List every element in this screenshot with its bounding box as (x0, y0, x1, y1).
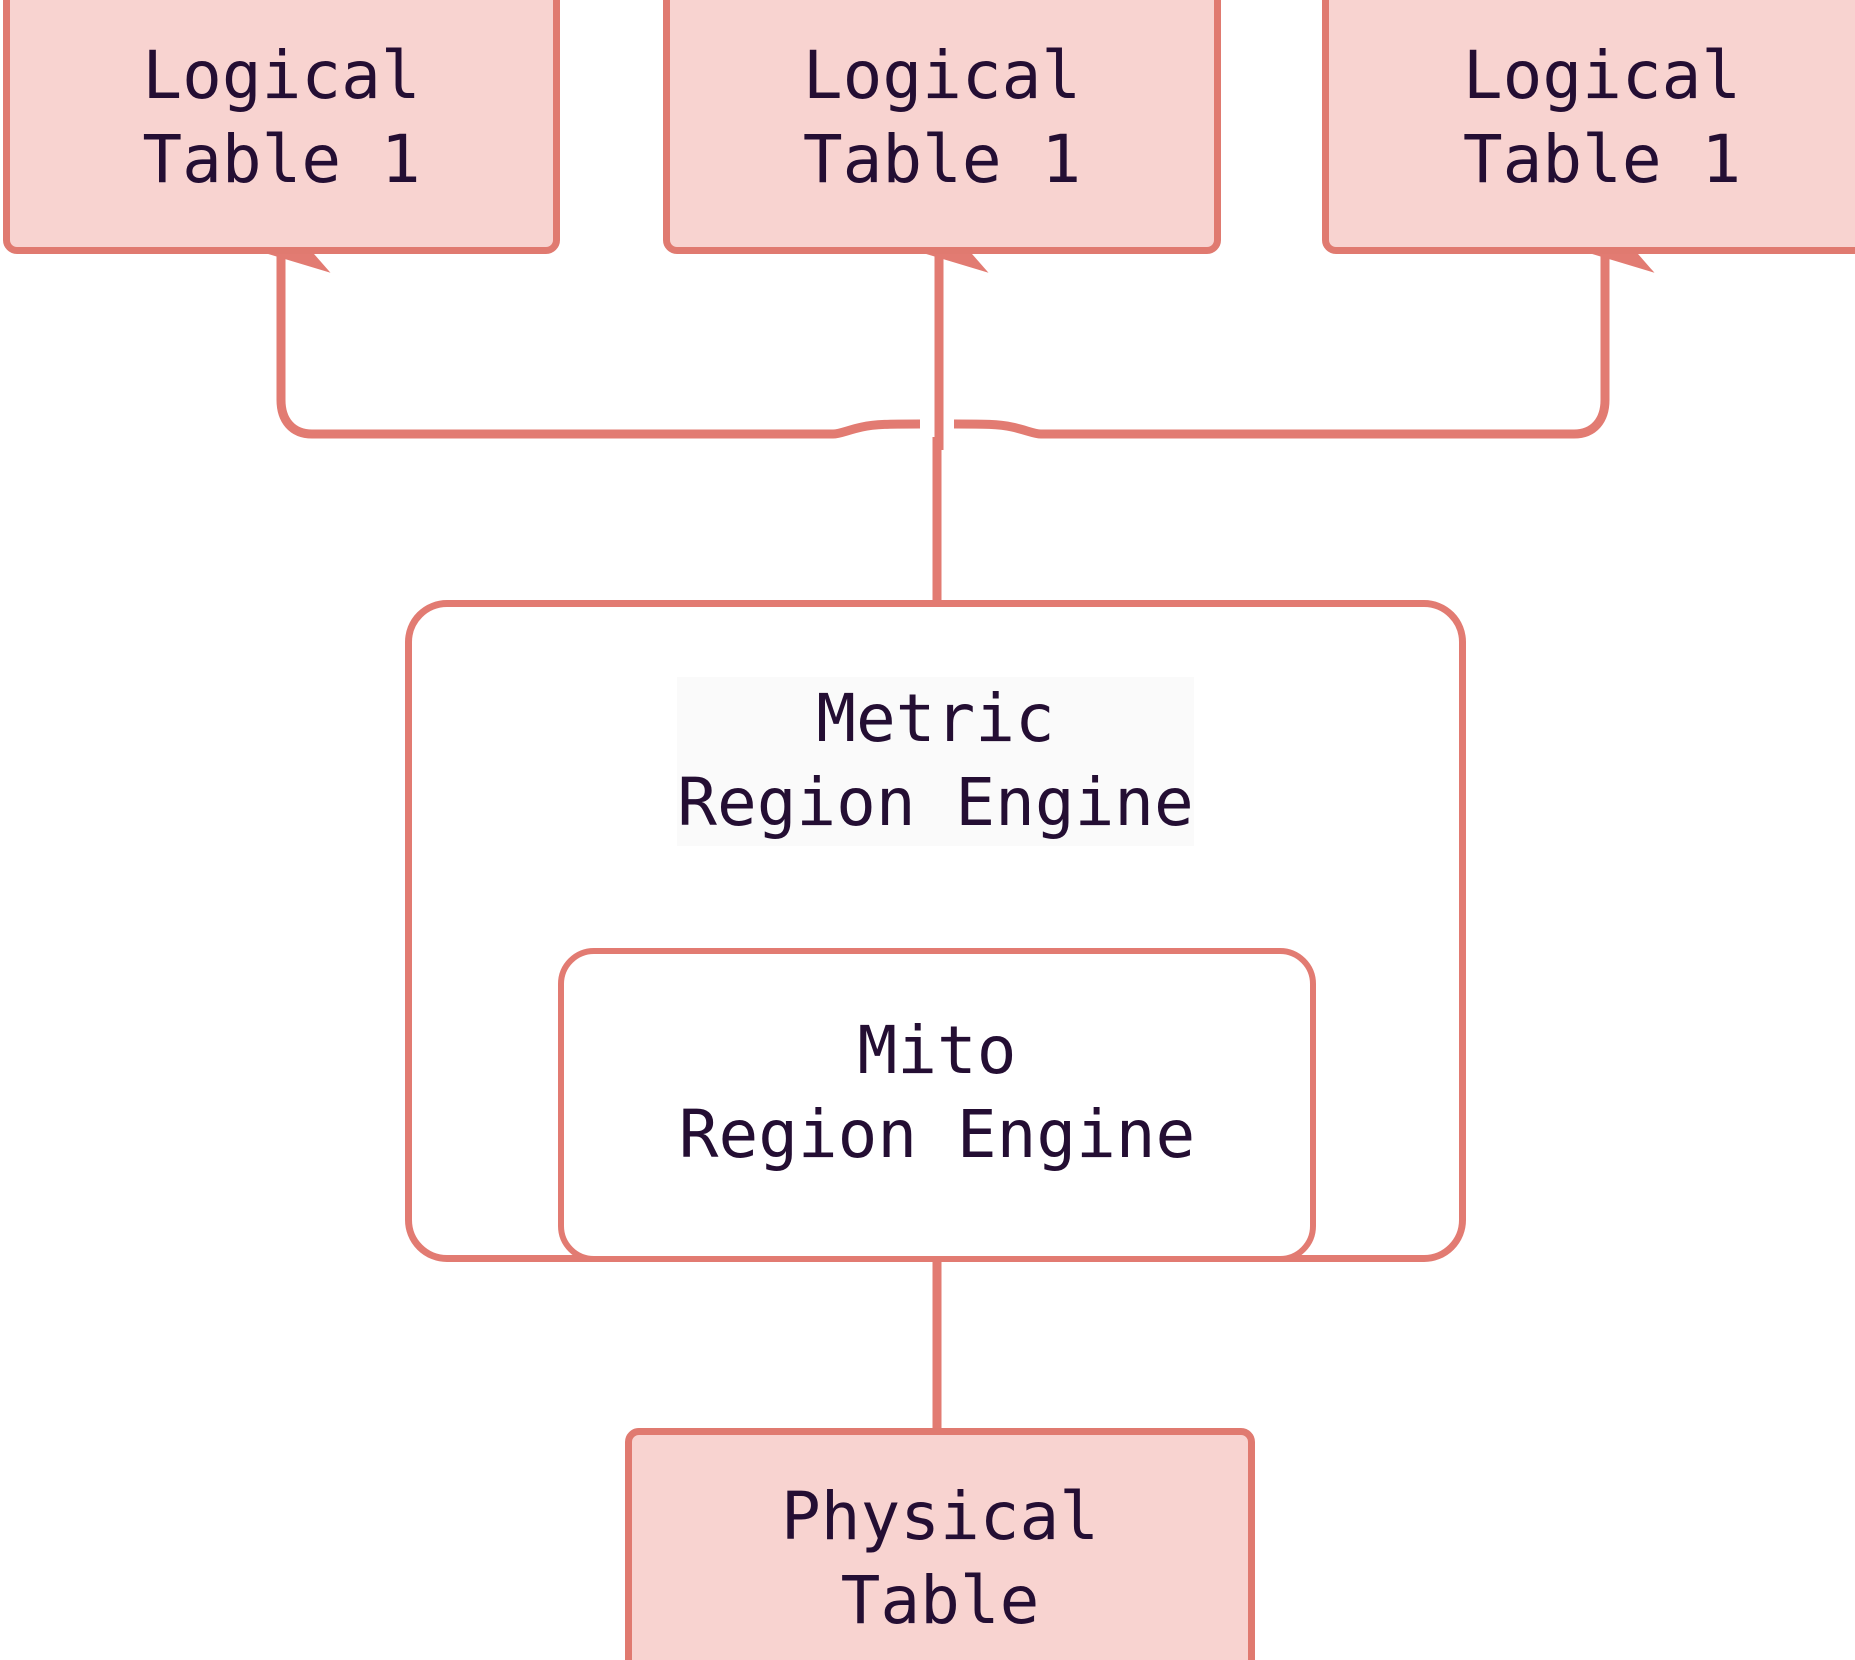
node-logical-table-3-label: Logical Table 1 (1463, 34, 1741, 203)
node-logical-table-1-label: Logical Table 1 (142, 34, 420, 203)
node-mito-region-engine-line-1: Mito (857, 1012, 1017, 1089)
node-logical-table-3-line-1: Logical (1462, 36, 1742, 114)
node-metric-region-engine[interactable]: Metric Region Engine (405, 600, 1466, 1262)
node-logical-table-3-line-2: Table 1 (1462, 121, 1742, 198)
node-logical-table-1-line-1: Logical (142, 36, 421, 114)
node-logical-table-2[interactable]: Logical Table 1 (663, 0, 1221, 254)
node-physical-table[interactable]: Physical Table (625, 1428, 1255, 1660)
edge-bus-to-logical-table-1 (235, 215, 921, 439)
node-metric-region-engine-line-2: Region Engine (677, 761, 1194, 846)
node-logical-table-2-line-1: Logical (802, 36, 1082, 114)
node-metric-region-engine-line-1: Metric (677, 677, 1194, 762)
edge-bus-to-logical-table-3 (953, 215, 1655, 439)
node-logical-table-3[interactable]: Logical Table 1 (1322, 0, 1855, 254)
node-mito-region-engine-line-2: Region Engine (678, 1096, 1196, 1174)
node-physical-table-line-2: Table (840, 1562, 1040, 1639)
node-logical-table-1-line-2: Table 1 (142, 121, 421, 198)
node-logical-table-1[interactable]: Logical Table 1 (3, 0, 560, 254)
node-mito-region-engine-label: Mito Region Engine (679, 1009, 1196, 1178)
node-metric-region-engine-label: Metric Region Engine (677, 677, 1194, 846)
node-physical-table-line-1: Physical (781, 1477, 1099, 1555)
node-logical-table-2-label: Logical Table 1 (803, 34, 1081, 203)
node-physical-table-label: Physical Table (781, 1475, 1099, 1644)
node-mito-region-engine[interactable]: Mito Region Engine (558, 948, 1316, 1262)
node-logical-table-2-line-2: Table 1 (802, 121, 1082, 198)
